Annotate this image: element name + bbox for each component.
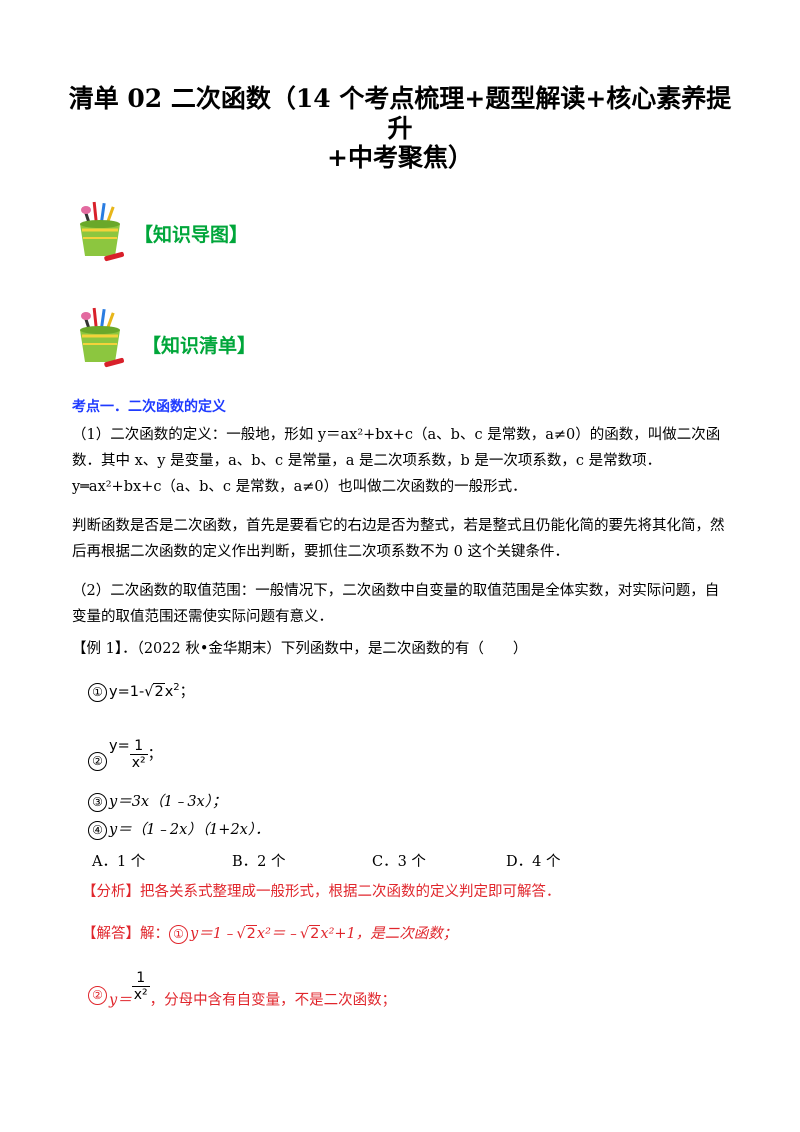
page-title-continued: +中考聚焦）: [327, 143, 473, 172]
section-heading-knowledge-list: 【知识清单】: [142, 335, 257, 357]
page-title: 清单 02 二次函数（14 个考点梳理+题型解读+核心素养提升: [68, 84, 732, 143]
pencil-cup-icon: [80, 201, 124, 262]
option-d: D．4 个: [506, 854, 561, 870]
section-heading-knowledge-map: 【知识导图】: [134, 224, 249, 246]
option-b: B．2 个: [232, 854, 286, 870]
item-number: ①: [88, 682, 107, 702]
item-number: ②: [88, 986, 107, 1005]
pencil-cup-icon: [80, 307, 124, 368]
domain-paragraph: （2）二次函数的取值范围：一般情况下，二次函数中自变量的取值范围是全体实数，对实…: [72, 583, 720, 625]
item-number: ①: [169, 924, 188, 944]
analysis-text: 【分析】把各关系式整理成一般形式，根据二次函数的定义判定即可解答．: [82, 884, 561, 900]
sqrt-symbol: √2: [236, 925, 257, 942]
option-a: A．1 个: [92, 854, 146, 870]
item-number: ③: [88, 792, 107, 812]
sqrt-symbol: √2: [299, 925, 321, 942]
item-number: ④: [88, 820, 107, 840]
sqrt-symbol: √2: [144, 683, 165, 700]
key-point-title: 考点一．二次函数的定义: [72, 399, 226, 415]
example-heading: 【例 1】．（2022 秋•金华期末）下列函数中，是二次函数的有（ ）: [72, 641, 528, 657]
option-c: C．3 个: [372, 854, 426, 870]
judgement-paragraph: 判断函数是否是二次函数，首先是要看它的右边是否为整式，若是整式且仍能化简的要先将…: [72, 518, 725, 560]
definition-paragraph: （1）二次函数的定义：一般地，形如 y＝ax²+bx+c（a、b、c 是常数，a…: [72, 427, 721, 495]
item-number: ②: [88, 752, 107, 771]
